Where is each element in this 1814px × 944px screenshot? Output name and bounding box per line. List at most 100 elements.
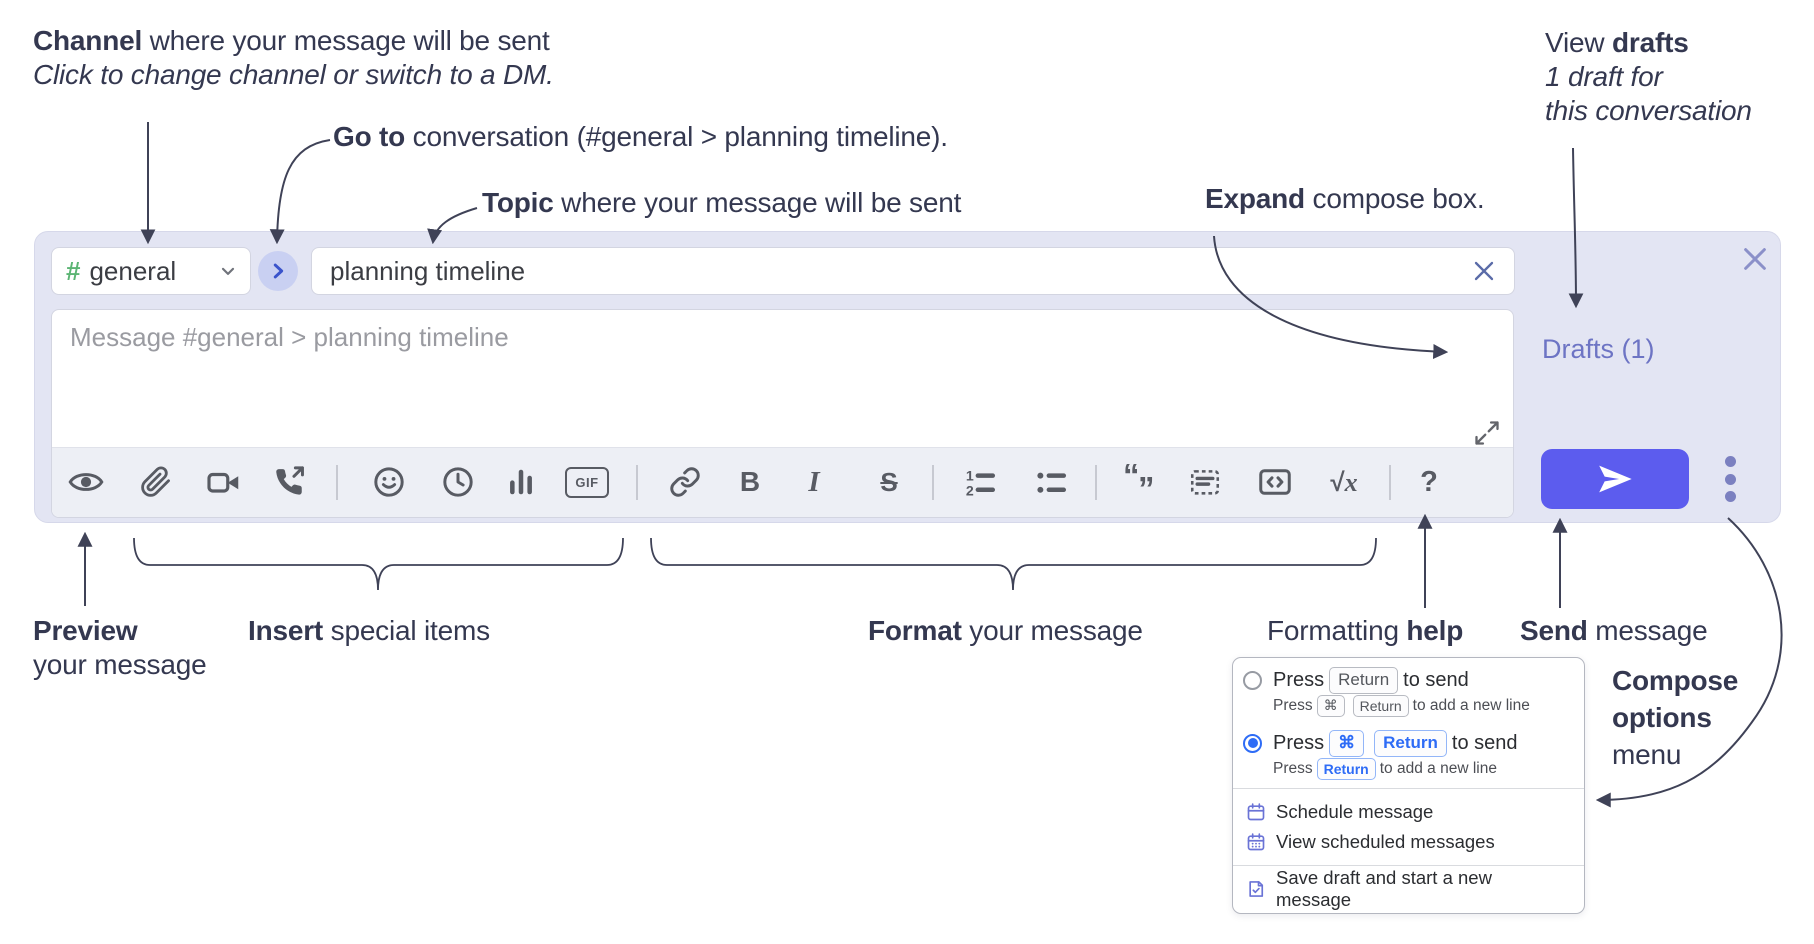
close-compose-button[interactable] [1740,244,1770,274]
return-keycap: Return [1316,757,1376,780]
numbered-list-button[interactable]: 1 2 [958,460,1002,504]
preview-button[interactable] [64,460,108,504]
topic-annotation: Topic where your message will be sent [482,187,962,218]
bold-button[interactable]: B [728,460,772,504]
link-button[interactable] [663,460,707,504]
code-button[interactable] [1253,460,1297,504]
bulleted-list-button[interactable] [1029,460,1073,504]
toolbar-divider [1095,465,1097,500]
formatting-help-button[interactable]: ? [1407,460,1451,504]
poll-button[interactable] [499,460,543,504]
goto-arrow [269,139,331,245]
global-time-button[interactable] [436,460,480,504]
compose-options-button[interactable] [1715,454,1745,504]
bold-icon: B [739,466,761,497]
video-camera-icon [207,472,239,493]
close-icon [1474,261,1494,281]
strikethrough-button[interactable]: S [867,460,911,504]
formatting-help-annotation: Formatting help [1267,615,1464,646]
insert-brace [133,537,624,591]
bar-chart-icon [510,469,532,495]
phone-call-icon [276,466,304,495]
math-button[interactable]: √x [1322,460,1366,504]
math-icon: √x [1330,466,1358,497]
attach-file-button[interactable] [134,460,178,504]
ellipsis-dot [1724,456,1736,467]
calendar-icon [1247,803,1265,821]
toolbar-divider [932,465,934,500]
quote-icon: “ ” [1123,464,1155,500]
menu-item-schedule-message[interactable]: Schedule message [1243,797,1572,827]
channel-annotation: Channel where your message will be sent … [33,25,554,90]
svg-text:”: ” [1138,470,1155,500]
code-icon [1259,469,1291,495]
close-icon [1744,248,1766,270]
return-keycap: Return [1352,694,1409,717]
eye-icon [68,473,104,491]
topic-input-wrap [311,247,1515,295]
link-icon [670,467,700,497]
send-button[interactable] [1541,449,1689,509]
spoiler-button[interactable] [1183,460,1227,504]
clock-icon [443,467,473,497]
go-to-conversation-button[interactable] [258,251,298,291]
video-call-button[interactable] [202,460,246,504]
preview-annotation: Preview your message [33,615,207,680]
quote-button[interactable]: “ ” [1119,460,1163,504]
strikethrough-icon: S [880,466,898,497]
message-area: GIF B I S [51,309,1514,518]
cmd-keycap: ⌘ [1316,694,1345,717]
ellipsis-dot [1724,473,1736,485]
toolbar-divider [636,465,638,500]
radio-unselected-icon[interactable] [1243,670,1262,690]
channel-hash-icon: # [66,255,81,286]
menu-separator [1233,865,1584,866]
bulleted-list-icon [1037,472,1067,493]
spoiler-icon [1190,470,1220,495]
menu-item-save-draft[interactable]: Save draft and start a new message [1243,867,1572,910]
drafts-annotation: View drafts 1 draft for this conversatio… [1545,27,1752,126]
numbered-list-icon: 1 2 [966,469,996,499]
paperclip-icon [141,466,170,497]
return-keycap: Return [1329,666,1399,694]
channel-name: general [89,255,177,286]
question-mark-icon: ? [1420,465,1438,498]
expand-annotation: Expand compose box. [1205,183,1485,214]
cmd-keycap: ⌘ [1329,729,1365,757]
menu-item-view-scheduled[interactable]: View scheduled messages [1243,827,1572,857]
message-input[interactable] [68,320,1452,444]
menu-separator [1233,788,1584,789]
channel-selector[interactable]: # general [51,247,251,295]
compose-options-annotation: Compose options menu [1612,665,1739,770]
radio-selected-icon[interactable] [1243,733,1262,753]
document-check-icon [1249,881,1264,897]
drafts-link[interactable]: Drafts (1) [1542,334,1655,364]
toolbar-divider [336,465,338,500]
insert-annotation: Insert special items [248,615,490,646]
smiley-icon [374,467,404,497]
gif-button[interactable]: GIF [565,460,609,504]
ellipsis-dot [1724,491,1736,502]
chevron-down-icon [221,267,235,275]
goto-annotation: Go to conversation (#general > planning … [333,121,948,152]
topic-input[interactable] [328,248,1462,294]
format-brace [650,537,1377,591]
toolbar-divider [1389,465,1391,500]
emoji-button[interactable] [367,460,411,504]
clear-topic-button[interactable] [1472,259,1496,283]
compose-toolbar: GIF B I S [52,447,1513,517]
svg-text:1: 1 [966,469,974,485]
italic-icon: I [808,465,820,498]
expand-compose-button[interactable] [1473,418,1503,448]
audio-call-button[interactable] [267,460,311,504]
svg-text:“: “ [1123,464,1140,494]
calendar-grid-icon [1247,833,1265,851]
italic-button[interactable]: I [792,460,836,504]
chevron-right-icon [273,263,284,279]
